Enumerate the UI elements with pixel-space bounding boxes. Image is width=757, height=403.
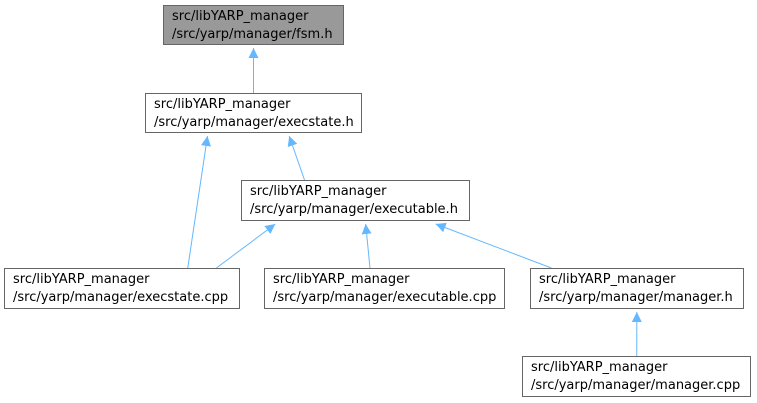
- node-executable-h-line2: /src/yarp/manager/executable.h: [250, 202, 458, 217]
- node-executable-cpp-line2: /src/yarp/manager/executable.cpp: [273, 290, 497, 305]
- node-execstate-h[interactable]: src/libYARP_manager /src/yarp/manager/ex…: [145, 93, 362, 133]
- node-fsm-h-line2: /src/yarp/manager/fsm.h: [172, 27, 333, 42]
- node-executable-h-line1: src/libYARP_manager: [250, 184, 387, 199]
- node-manager-cpp[interactable]: src/libYARP_manager /src/yarp/manager/ma…: [522, 356, 751, 397]
- node-execstate-h-line2: /src/yarp/manager/execstate.h: [154, 115, 354, 130]
- node-manager-h[interactable]: src/libYARP_manager /src/yarp/manager/ma…: [530, 268, 744, 309]
- node-fsm-h: src/libYARP_manager /src/yarp/manager/fs…: [163, 5, 344, 45]
- edge-executable_h-to-execstate_h: [287, 135, 305, 181]
- node-execstate-cpp-line1: src/libYARP_manager: [13, 272, 150, 287]
- edge-execstate_cpp-to-executable_h: [216, 223, 276, 269]
- edge-execstate_cpp-to-execstate_h: [187, 135, 211, 269]
- node-execstate-h-line1: src/libYARP_manager: [154, 97, 291, 112]
- node-fsm-h-line1: src/libYARP_manager: [172, 9, 309, 24]
- node-manager-cpp-line1: src/libYARP_manager: [531, 360, 668, 375]
- node-executable-cpp-line1: src/libYARP_manager: [273, 272, 410, 287]
- node-executable-h[interactable]: src/libYARP_manager /src/yarp/manager/ex…: [241, 180, 470, 221]
- node-manager-cpp-line2: /src/yarp/manager/manager.cpp: [531, 378, 741, 393]
- node-execstate-cpp[interactable]: src/libYARP_manager /src/yarp/manager/ex…: [4, 268, 240, 309]
- node-execstate-cpp-line2: /src/yarp/manager/execstate.cpp: [13, 290, 229, 305]
- node-manager-h-line1: src/libYARP_manager: [539, 272, 676, 287]
- edge-manager_h-to-executable_h: [435, 222, 552, 269]
- edge-executable_cpp-to-executable_h: [361, 223, 372, 269]
- node-executable-cpp[interactable]: src/libYARP_manager /src/yarp/manager/ex…: [264, 268, 505, 309]
- node-manager-h-line2: /src/yarp/manager/manager.h: [539, 290, 733, 305]
